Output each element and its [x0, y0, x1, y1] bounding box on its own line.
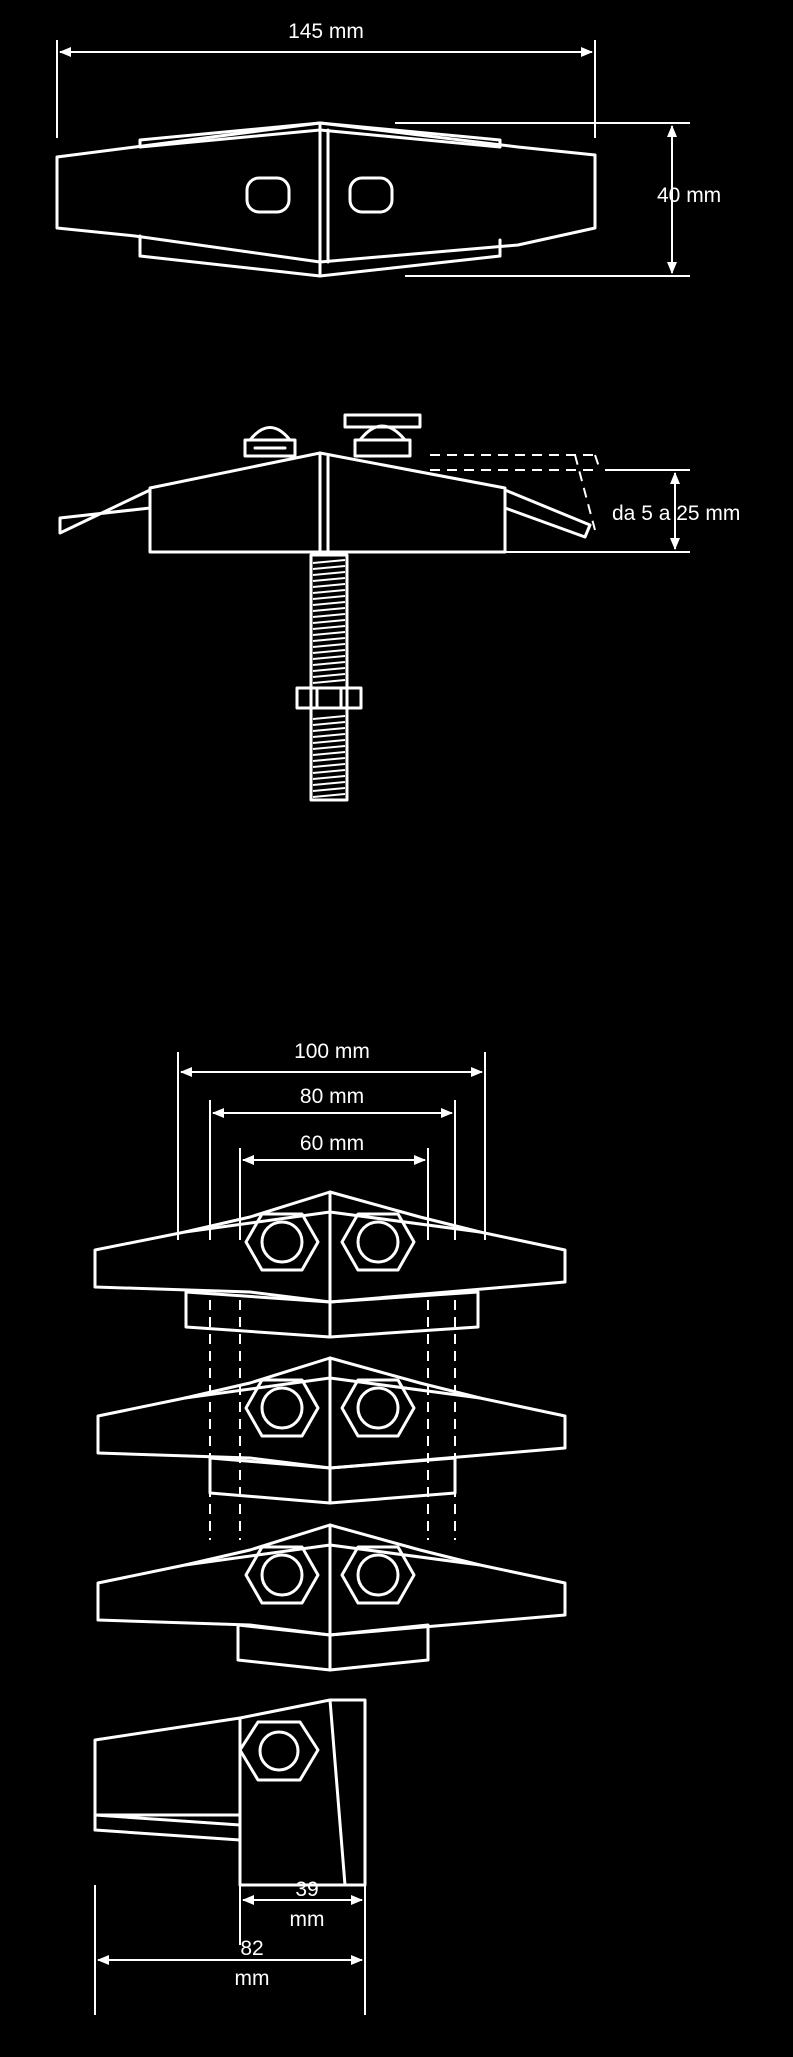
- hex-nut-1-1: [244, 1212, 320, 1272]
- hex-nut-3-2: [340, 1545, 416, 1605]
- end-clamp-view: 39 mm 82 mm: [93, 1698, 367, 2015]
- dimension-label-range: da 5 a 25 mm: [612, 502, 740, 525]
- hex-nut-3-1: [244, 1545, 320, 1605]
- bolt-head-right: [343, 413, 422, 458]
- stacked-clamp-1: [93, 1190, 567, 1339]
- dimension-label-39-unit: mm: [290, 1908, 325, 1931]
- stacked-clamp-2: [96, 1356, 567, 1505]
- slot-right: [348, 176, 394, 214]
- dimension-label-80: 80 mm: [300, 1085, 364, 1108]
- end-clamp-nut: [238, 1720, 320, 1782]
- dimension-label-145: 145 mm: [288, 20, 364, 43]
- nut: [295, 686, 363, 710]
- dimension-label-82-value: 82: [240, 1937, 263, 1960]
- hex-nut-1-2: [340, 1212, 416, 1272]
- dimension-label-39-value: 39: [295, 1878, 318, 1901]
- slot-left: [245, 176, 291, 214]
- hex-nut-2-2: [340, 1378, 416, 1438]
- dimension-label-60: 60 mm: [300, 1132, 364, 1155]
- clamp-top-view: 145 mm 40 mm: [55, 20, 721, 278]
- hex-nut-2-1: [244, 1378, 320, 1438]
- stacked-clamp-3: [96, 1523, 567, 1672]
- dimension-label-82-unit: mm: [235, 1967, 270, 1990]
- dimension-label-40: 40 mm: [657, 184, 721, 207]
- bolt-head-left: [243, 426, 297, 458]
- dimension-label-100: 100 mm: [294, 1040, 370, 1063]
- threaded-screw: [295, 553, 363, 802]
- stacked-clamps-view: 100 mm 80 mm 60 mm: [93, 1040, 567, 1672]
- clamp-side-view: da 5 a 25 mm: [58, 413, 740, 802]
